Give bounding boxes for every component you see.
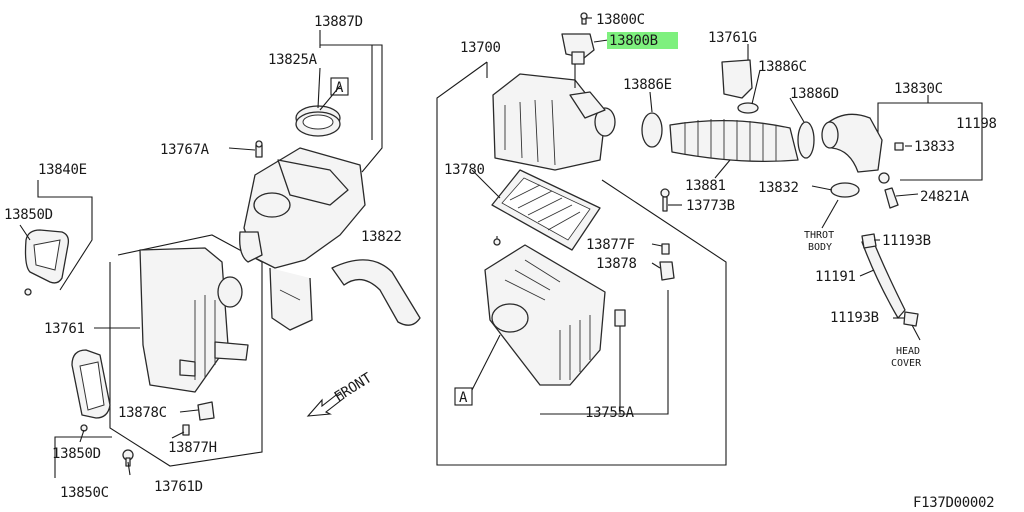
cover-label: COVER <box>891 358 922 369</box>
callout-13761: 13761 <box>44 321 85 337</box>
part-13800b-sensor <box>561 33 595 65</box>
callout-13878: 13878 <box>596 256 637 272</box>
part-13780-filter <box>491 169 601 251</box>
part-13850d-gasket <box>71 349 111 432</box>
callout-13800b: 13800B <box>609 33 658 49</box>
callout-13887d: 13887D <box>314 14 363 30</box>
callout-13755a: 13755A <box>585 405 635 421</box>
callout-13761g: 13761G <box>708 30 757 46</box>
callout-13850c: 13850C <box>60 485 109 501</box>
part-13830c-elbow <box>821 113 890 184</box>
body-label: BODY <box>808 242 832 253</box>
part-13878c-clip <box>182 401 215 436</box>
part-13887d-duct <box>239 147 366 331</box>
callout-13840e: 13840E <box>38 162 87 178</box>
part-13877f-grommet <box>661 243 670 255</box>
group-brackets <box>37 30 983 478</box>
callout-13822: 13822 <box>361 229 402 245</box>
callout-13886d: 13886D <box>790 86 839 102</box>
part-11191-hose <box>861 233 919 327</box>
callout-13833: 13833 <box>914 139 955 155</box>
callout-13850d-top: 13850D <box>4 207 53 223</box>
ref-marker-a-bottom: A <box>459 390 468 406</box>
part-13761d-bolt <box>122 449 134 467</box>
callout-13767a: 13767A <box>160 142 210 158</box>
callout-13850d-bottom: 13850D <box>52 446 101 462</box>
front-label: FRONT <box>332 370 376 406</box>
callout-13830c: 13830C <box>894 81 943 97</box>
callout-labels: 13887D 13825A 13767A 13840E 13850D 13822… <box>4 12 997 511</box>
part-13825a-ring <box>295 105 341 137</box>
callout-13877f: 13877F <box>586 237 635 253</box>
clamp-icon <box>641 102 860 198</box>
part-13761g-cap <box>721 59 753 99</box>
part-13700-cover <box>492 73 616 171</box>
callout-11193b-bottom: 11193B <box>830 310 879 326</box>
part-13773b-bolt <box>660 188 670 212</box>
callout-13700: 13700 <box>460 40 501 56</box>
callout-13886e: 13886E <box>623 77 672 93</box>
bolt-icon <box>255 140 263 158</box>
bolt-icon <box>580 12 588 25</box>
right-parts <box>641 59 921 341</box>
front-arrow-icon <box>306 391 345 417</box>
highlight-13800b <box>607 32 678 49</box>
part-13822-strap <box>331 259 421 326</box>
callout-13761d: 13761D <box>154 479 203 495</box>
part-24821a-fitting <box>884 187 899 209</box>
callout-13832: 13832 <box>758 180 799 196</box>
part-13878-clip <box>659 261 675 281</box>
callout-11198: 11198 <box>956 116 997 132</box>
ref-marker-a-top: A <box>335 80 344 96</box>
part-13755a-lower-case <box>484 244 626 386</box>
callout-13877h: 13877H <box>168 440 217 456</box>
part-13761-resonator-box <box>139 247 249 393</box>
callout-13886c: 13886C <box>758 59 807 75</box>
center-parts <box>454 12 675 406</box>
callout-24821a: 24821A <box>920 189 970 205</box>
part-13840e-gasket <box>24 229 70 296</box>
callout-13825a: 13825A <box>268 52 318 68</box>
diagram-id: F137D00002 <box>913 495 994 511</box>
callout-13780: 13780 <box>444 162 485 178</box>
callout-11191: 11191 <box>815 269 856 285</box>
callout-13878c: 13878C <box>118 405 167 421</box>
throt-label: THROT <box>804 230 834 241</box>
callout-13881: 13881 <box>685 178 726 194</box>
leader-lines <box>19 17 919 476</box>
callout-11193b-top: 11193B <box>882 233 931 249</box>
left-parts <box>24 77 421 467</box>
bolt-icon <box>894 142 904 151</box>
head-label: HEAD <box>896 346 920 357</box>
callout-13773b: 13773B <box>686 198 735 214</box>
part-13881-hose <box>669 119 799 163</box>
callout-13800c: 13800C <box>596 12 645 28</box>
